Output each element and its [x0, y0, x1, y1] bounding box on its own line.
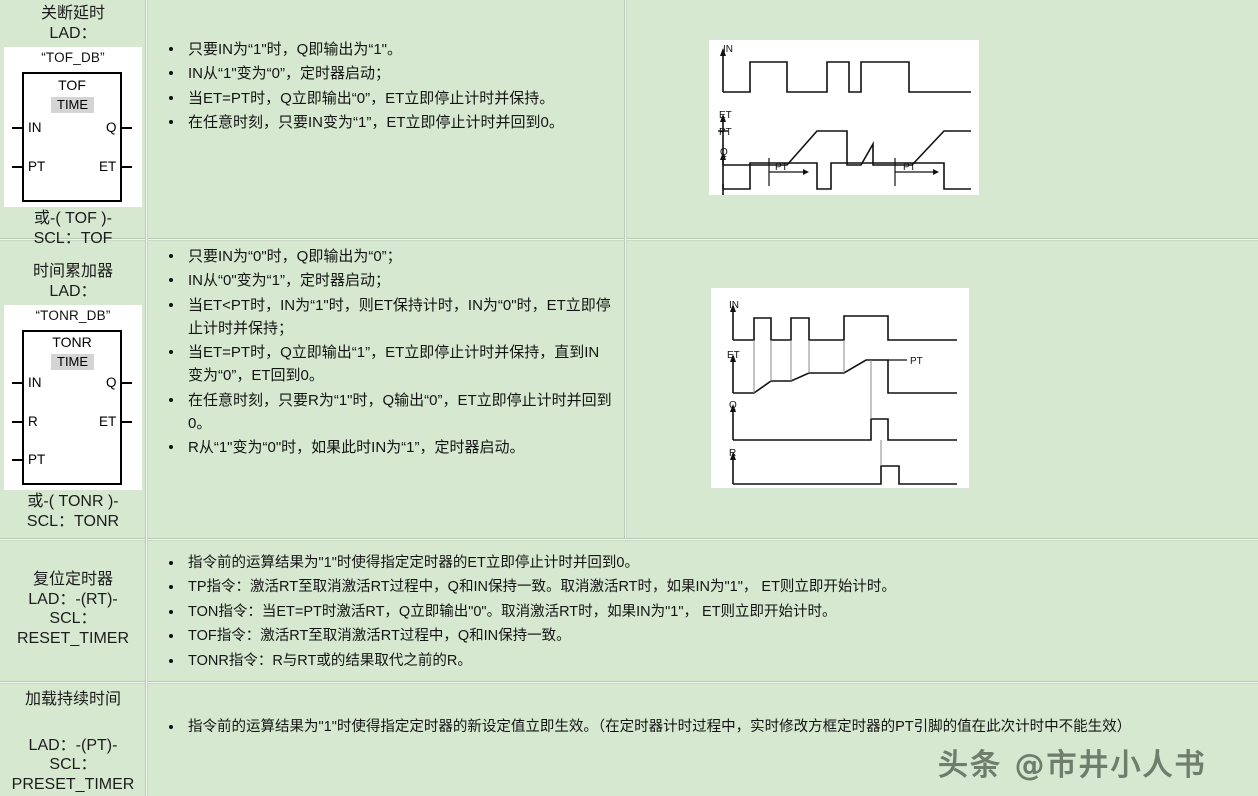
column-divider-1	[145, 0, 148, 796]
list-item: TP指令：激活RT至取消激活RT过程中，Q和IN保持一致。取消激活RT时，如果I…	[169, 576, 1253, 599]
list-item: TONR指令：R与RT或的结果取代之前的R。	[169, 650, 1253, 673]
svg-text:PT: PT	[719, 127, 732, 138]
list-item: 在任意时刻，只要IN变为“1”，ET立即停止计时并回到0。	[169, 111, 613, 134]
list-item: 指令前的运算结果为"1"时使得指定定时器的新设定值立即生效。（在定时器计时过程中…	[169, 716, 1253, 739]
lad-stub-in-tonr	[12, 381, 22, 384]
timing-diagram-tonr: IN ET Q R PT	[711, 288, 969, 488]
row-label-pt: 加载持续时间 LAD：-(PT)- SCL： PRESET_TIMER	[2, 690, 144, 794]
lad-fn-name-tof: TOF	[58, 76, 86, 93]
list-item: 当ET=PT时，Q立即输出“0”，ET立即停止计时并保持。	[169, 87, 613, 110]
row-title-tonr: 时间累加器	[32, 263, 113, 280]
row-lad-tonr: LAD：	[49, 282, 97, 300]
row-alt-tof: 或-( TOF )-	[34, 210, 112, 228]
row-text-tonr: 只要IN为“0"时，Q即输出为“0”； IN从“0"变为“1”，定时器启动； 当…	[158, 245, 613, 460]
row-divider-1	[0, 238, 1258, 241]
lad-pin-r-tonr: R	[28, 413, 38, 429]
lad-pin-pt-tof: PT	[28, 158, 46, 174]
lad-stub-pt-tof	[12, 165, 22, 168]
row-lad-tof: LAD：	[49, 24, 97, 42]
list-item: 只要IN为“0"时，Q即输出为“0”；	[169, 245, 613, 268]
lad-pin-q-tof: Q	[106, 119, 117, 135]
row-label-tof: 关断延时 LAD： “TOF_DB” TOF TIME IN PT Q ET 或…	[2, 4, 144, 248]
watermark: 头条 @市井小人书	[938, 748, 1207, 783]
svg-text:PT: PT	[910, 356, 923, 367]
timing-diagram-tof: IN ET PT Q PT PT	[709, 40, 979, 230]
lad-stub-et-tof	[122, 165, 132, 168]
column-divider-2	[624, 0, 627, 538]
lad-block-tof: “TOF_DB” TOF TIME IN PT Q ET	[4, 47, 142, 208]
list-item: TON指令：当ET=PT时激活RT，Q立即输出"0"。取消激活RT时，如果IN为…	[169, 601, 1253, 624]
lad-pin-et-tof: ET	[99, 158, 117, 174]
row-lad-rt: LAD：-(RT)-	[28, 590, 118, 608]
row-text-rt: 指令前的运算结果为"1"时使得指定定时器的ET立即停止计时并回到0。 TP指令：…	[158, 552, 1253, 674]
svg-text:Q: Q	[729, 400, 737, 411]
lad-fn-type-tof: TIME	[51, 96, 95, 113]
row-scl-tof: SCL：TOF	[33, 229, 113, 247]
row-title-pt: 加载持续时间	[24, 691, 121, 708]
svg-text:ET: ET	[727, 350, 740, 361]
row-scl-prefix-pt: SCL：	[49, 756, 97, 774]
list-item: 只要IN为“1"时，Q即输出为“1"。	[169, 38, 613, 61]
lad-pin-pt-tonr: PT	[28, 451, 46, 467]
lad-fn-name-tonr: TONR	[52, 333, 92, 350]
row-divider-2	[0, 538, 1258, 541]
row-scl-rt: RESET_TIMER	[16, 629, 129, 647]
bullet-list-tonr: 只要IN为“0"时，Q即输出为“0”； IN从“0"变为“1”，定时器启动； 当…	[158, 245, 613, 459]
list-item: TOF指令：激活RT至取消激活RT过程中，Q和IN保持一致。	[169, 625, 1253, 648]
lad-stub-r-tonr	[12, 420, 22, 423]
list-item: IN从“0"变为“1”，定时器启动；	[169, 269, 613, 292]
timing-diagram-tonr-svg: IN ET Q R PT	[727, 300, 957, 485]
row-alt-tonr: 或-( TONR )-	[27, 493, 119, 511]
row-scl-prefix-rt: SCL：	[49, 610, 97, 628]
lad-db-name-tof: “TOF_DB”	[41, 50, 105, 66]
svg-text:R: R	[729, 448, 736, 459]
timing-diagram-tof-svg: IN ET PT	[718, 44, 971, 230]
row-scl-tonr: SCL：TONR	[26, 512, 120, 530]
row-title-tof: 关断延时	[40, 5, 105, 22]
svg-text:PT: PT	[903, 162, 916, 173]
timing-diagram-tof-q: Q PT PT	[720, 147, 971, 190]
lad-pin-et-tonr: ET	[99, 413, 117, 429]
lad-stub-et-tonr	[122, 420, 132, 423]
row-divider-3	[0, 681, 1258, 684]
list-item: R从“1"变为“0"时，如果此时IN为“1”，定时器启动。	[169, 436, 613, 459]
row-text-tof: 只要IN为“1"时，Q即输出为“1"。 IN从“1"变为“0”，定时器启动； 当…	[158, 38, 613, 135]
list-item: 当ET=PT时，Q立即输出“1”，ET立即停止计时并保持，直到IN变为“0”，E…	[169, 341, 613, 388]
lad-stub-in-tof	[12, 126, 22, 129]
row-label-tonr: 时间累加器 LAD： “TONR_DB” TONR TIME IN R PT Q…	[2, 262, 144, 531]
lad-pin-in-tonr: IN	[28, 374, 42, 390]
lad-block-tonr: “TONR_DB” TONR TIME IN R PT Q ET	[4, 305, 142, 491]
lad-pin-in-tof: IN	[28, 119, 42, 135]
bullet-list-tof: 只要IN为“1"时，Q即输出为“1"。 IN从“1"变为“0”，定时器启动； 当…	[158, 38, 613, 134]
list-item: 指令前的运算结果为"1"时使得指定定时器的ET立即停止计时并回到0。	[169, 552, 1253, 575]
row-label-rt: 复位定时器 LAD：-(RT)- SCL： RESET_TIMER	[2, 570, 144, 648]
lad-stub-pt-tonr	[12, 458, 22, 461]
svg-text:IN: IN	[729, 300, 739, 311]
svg-text:ET: ET	[719, 110, 732, 121]
lad-db-name-tonr: “TONR_DB”	[35, 308, 111, 324]
svg-text:PT: PT	[775, 162, 788, 173]
svg-text:IN: IN	[723, 44, 733, 55]
lad-box-tof	[22, 71, 122, 202]
lad-stub-q-tonr	[122, 381, 132, 384]
row-title-rt: 复位定时器	[32, 571, 113, 588]
list-item: 在任意时刻，只要R为“1"时，Q输出“0”，ET立即停止计时并回到0。	[169, 389, 613, 436]
lad-stub-q-tof	[122, 126, 132, 129]
row-scl-pt: PRESET_TIMER	[11, 775, 135, 793]
svg-text:Q: Q	[720, 147, 728, 158]
list-item: 当ET<PT时，IN为“1"时，则ET保持计时，IN为“0"时，ET立即停止计时…	[169, 294, 613, 341]
lad-pin-q-tonr: Q	[106, 374, 117, 390]
bullet-list-rt: 指令前的运算结果为"1"时使得指定定时器的ET立即停止计时并回到0。 TP指令：…	[158, 552, 1253, 673]
list-item: IN从“1"变为“0”，定时器启动；	[169, 62, 613, 85]
lad-fn-type-tonr: TIME	[51, 353, 95, 370]
spacer	[2, 710, 144, 736]
row-lad-pt: LAD：-(PT)-	[28, 736, 118, 754]
bullet-list-pt: 指令前的运算结果为"1"时使得指定定时器的新设定值立即生效。（在定时器计时过程中…	[158, 716, 1253, 739]
row-text-pt: 指令前的运算结果为"1"时使得指定定时器的新设定值立即生效。（在定时器计时过程中…	[158, 716, 1253, 740]
